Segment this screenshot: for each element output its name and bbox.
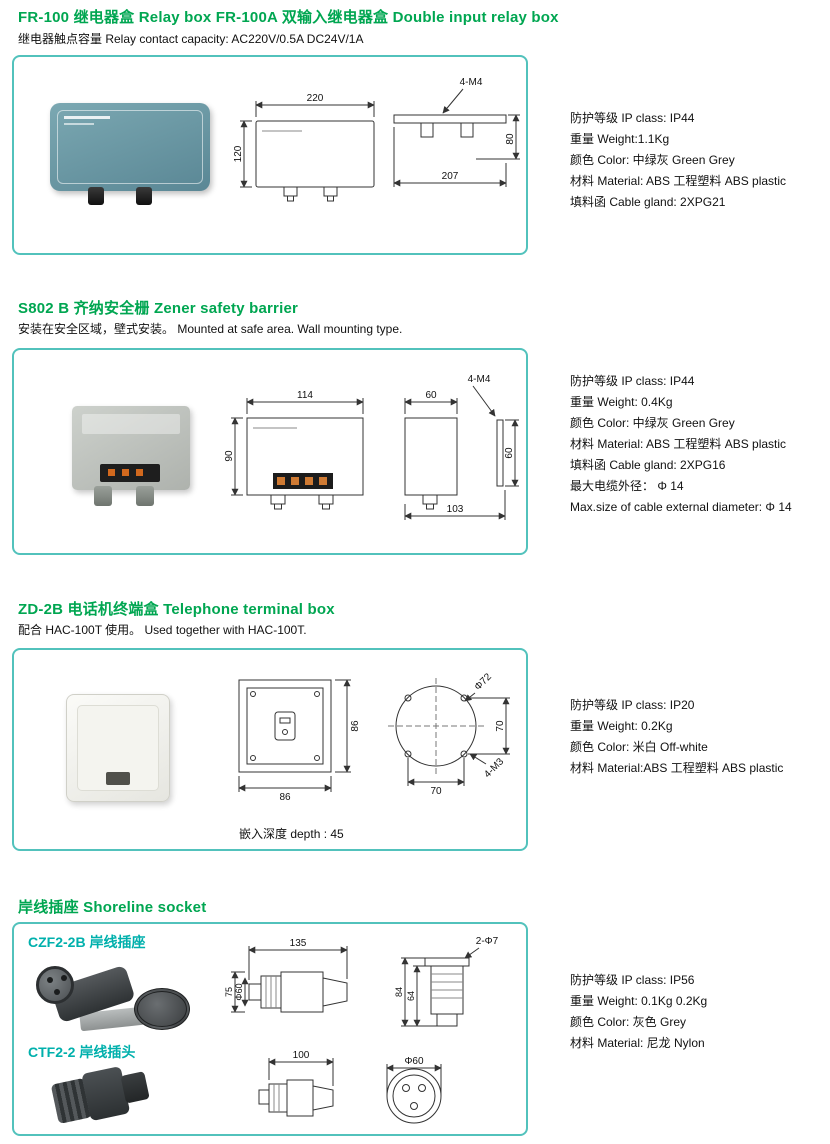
- relay-box-logo: [64, 116, 110, 119]
- fr100-specs: 防护等级 IP class: IP44 重量 Weight:1.1Kg 颜色 C…: [570, 108, 826, 213]
- dim-height: 90: [224, 450, 235, 462]
- cable-gland: [94, 486, 112, 506]
- telephone-box-body: [66, 694, 170, 802]
- spec-line: 填料函 Cable gland: 2XPG16: [570, 458, 726, 472]
- cable-gland: [136, 486, 154, 506]
- section-title-zd2b: ZD-2B 电话机终端盒 Telephone terminal box: [18, 601, 335, 618]
- dim-length: 207: [442, 171, 459, 182]
- dim-pitch-y: 70: [495, 720, 506, 732]
- dim-side-height: 80: [505, 133, 516, 145]
- dim-side-width: 60: [425, 390, 437, 401]
- dim-phi1: Φ60: [234, 983, 244, 1000]
- dim-screw: 4-M4: [460, 77, 483, 88]
- dim-width: 220: [307, 93, 324, 104]
- spec-line: 重量 Weight: 0.4Kg: [570, 395, 673, 409]
- spec-line: 材料 Material: ABS 工程塑料 ABS plastic: [570, 174, 787, 188]
- zd2b-specs: 防护等级 IP class: IP20 重量 Weight: 0.2Kg 颜色 …: [570, 695, 826, 779]
- dim-height: 86: [350, 720, 361, 732]
- spec-line: 材料 Material:ABS 工程塑料 ABS plastic: [570, 761, 784, 775]
- plug-nose: [120, 1071, 150, 1104]
- dim-width: 114: [297, 390, 313, 401]
- spec-line: 材料 Material: ABS 工程塑料 ABS plastic: [570, 437, 787, 451]
- spec-line: 防护等级 IP class: IP44: [570, 374, 695, 388]
- s802-panel: 114 90 60 4-M4 60 103: [12, 348, 528, 555]
- socket-pin-hole: [54, 989, 60, 995]
- zd2b-panel: 86 86 Φ72 70 70 4-M3 嵌入深: [12, 648, 528, 851]
- dim-length2: 100: [293, 1050, 310, 1061]
- fr100-dimension-drawing: 220 120 4-M4 80 207: [233, 77, 520, 202]
- section-subtitle-fr100: 继电器触点容量 Relay contact capacity: AC220V/0…: [18, 32, 364, 46]
- socket-pin-hole: [47, 977, 53, 983]
- s802-dimension-drawing: 114 90 60 4-M4 60 103: [224, 374, 519, 520]
- relay-box-frame: [57, 110, 203, 184]
- relay-box-body: [50, 103, 210, 205]
- barrier-label-plate: [82, 414, 180, 434]
- shoreline-plug-photo: [50, 1062, 154, 1128]
- shoreline-specs: 防护等级 IP class: IP56 重量 Weight: 0.1Kg 0.2…: [570, 970, 826, 1054]
- spec-line: 防护等级 IP class: IP44: [570, 111, 695, 125]
- ctf2-2-label: CTF2-2 岸线插头: [28, 1044, 136, 1060]
- telephone-box-photo: [66, 694, 170, 802]
- socket-cap: [134, 988, 190, 1030]
- dim-base: 103: [447, 504, 464, 515]
- dim-height: 120: [233, 145, 244, 162]
- spec-line: 颜色 Color: 米白 Off-white: [570, 740, 708, 754]
- relay-box-photo: [50, 103, 210, 205]
- shoreline-dimension-drawing: 135 75 Φ60 84 64 2-Φ7: [224, 936, 499, 1124]
- spec-line: 重量 Weight:1.1Kg: [570, 132, 670, 146]
- spec-line: 颜色 Color: 灰色 Grey: [570, 1015, 687, 1029]
- shoreline-socket-photo: [28, 954, 208, 1038]
- plug-body-group: [48, 1052, 160, 1137]
- section-title-fr100: FR-100 继电器盒 Relay box FR-100A 双输入继电器盒 Do…: [18, 9, 559, 26]
- dim-length1: 135: [290, 938, 307, 949]
- section-title-shoreline: 岸线插座 Shoreline socket: [18, 899, 207, 916]
- spec-line: 最大电缆外径： Φ 14: [570, 479, 684, 493]
- spec-line: 颜色 Color: 中绿灰 Green Grey: [570, 416, 735, 430]
- relay-box-logo-line: [64, 123, 94, 125]
- connector-pin: [122, 469, 129, 476]
- spec-line: 重量 Weight: 0.1Kg 0.2Kg: [570, 994, 708, 1008]
- dim-screw: 4-M4: [468, 374, 491, 385]
- section-subtitle-s802: 安装在安全区域，壁式安装。 Mounted at safe area. Wall…: [18, 322, 403, 336]
- spec-line: 材料 Material: 尼龙 Nylon: [570, 1036, 705, 1050]
- spec-line: 重量 Weight: 0.2Kg: [570, 719, 673, 733]
- spec-line: 防护等级 IP class: IP56: [570, 973, 695, 987]
- dim-phi2: Φ60: [404, 1056, 424, 1067]
- spec-line: 颜色 Color: 中绿灰 Green Grey: [570, 153, 735, 167]
- spec-line: Max.size of cable external diameter: Φ 1…: [570, 500, 792, 514]
- zd2b-dimension-drawing: 86 86 Φ72 70 70 4-M3 嵌入深: [238, 671, 510, 841]
- dim-h1: 84: [394, 987, 404, 997]
- safety-barrier-photo: [72, 406, 190, 506]
- plug-body: [81, 1065, 131, 1122]
- czf2-2b-label: CZF2-2B 岸线插座: [28, 934, 146, 950]
- section-subtitle-zd2b: 配合 HAC-100T 使用。 Used together with HAC-1…: [18, 623, 307, 637]
- dim-d1: 75: [224, 987, 234, 997]
- dim-pitch-x: 70: [430, 786, 442, 797]
- barrier-connector: [100, 464, 160, 482]
- socket-pin-hole: [61, 975, 67, 981]
- connector-pin: [136, 469, 143, 476]
- fr100-panel: 220 120 4-M4 80 207: [12, 55, 528, 255]
- spec-line: 防护等级 IP class: IP20: [570, 698, 695, 712]
- phone-icon: [274, 711, 296, 741]
- telephone-box-slot: [106, 772, 130, 785]
- dim-h2: 64: [406, 991, 416, 1001]
- connector-pin: [108, 469, 115, 476]
- shoreline-panel: CZF2-2B 岸线插座 CTF2-2 岸线插头: [12, 922, 528, 1136]
- dim-holes: 2-Φ7: [476, 936, 499, 947]
- barrier-body: [72, 406, 190, 506]
- dim-width: 86: [279, 792, 291, 803]
- cable-gland: [88, 187, 104, 205]
- dim-screw: 4-M3: [482, 756, 506, 780]
- dim-diameter: Φ72: [473, 671, 495, 693]
- dim-plate-height: 60: [504, 447, 515, 459]
- s802-specs: 防护等级 IP class: IP44 重量 Weight: 0.4Kg 颜色 …: [570, 371, 826, 518]
- socket-face: [36, 966, 74, 1004]
- section-title-s802: S802 B 齐纳安全栅 Zener safety barrier: [18, 300, 299, 317]
- spec-line: 填料函 Cable gland: 2XPG21: [570, 195, 726, 209]
- depth-note: 嵌入深度 depth : 45: [239, 826, 344, 841]
- cable-gland: [136, 187, 152, 205]
